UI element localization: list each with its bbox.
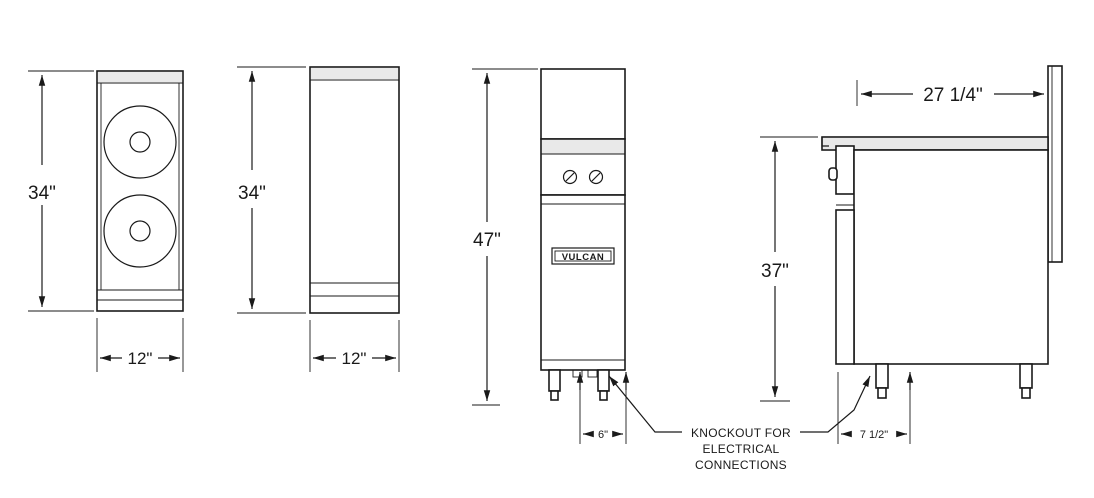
knockout-callout: KNOCKOUT FOR ELECTRICAL CONNECTIONS — [608, 375, 871, 472]
side-view-depth-label: 27 1/4" — [923, 85, 983, 106]
side-backsplash — [1047, 65, 1063, 263]
front-cabinet — [540, 194, 626, 371]
control-knob-left-icon — [562, 169, 578, 185]
callout-line-2: ELECTRICAL — [702, 442, 779, 456]
top-view-outline — [96, 70, 184, 312]
top-view-height-label: 34" — [28, 183, 56, 204]
side-legs — [875, 363, 1033, 399]
back-view-height-label: 34" — [238, 183, 266, 204]
back-view-width-label: 12" — [342, 349, 367, 368]
back-view-outline — [309, 66, 400, 314]
side-view: 27 1/4" 37" 7 1/2" — [760, 65, 1063, 444]
back-view: 34" 12" — [237, 66, 400, 372]
control-knob-right-icon — [588, 169, 604, 185]
side-view-height-label: 37" — [761, 261, 789, 282]
side-leg-spacing-label: 7 1/2" — [860, 429, 888, 441]
front-view: VULCAN 47" 6" — [472, 68, 630, 444]
brand-label: VULCAN — [562, 252, 605, 263]
callout-line-1: KNOCKOUT FOR — [691, 426, 791, 440]
front-leg-spacing-label: 6" — [598, 429, 608, 441]
top-burner-icon — [103, 105, 177, 179]
side-cabinet — [853, 149, 1049, 365]
front-view-height-label: 47" — [473, 230, 501, 251]
top-view-width-label: 12" — [128, 349, 153, 368]
top-view: 34" 12" — [28, 70, 184, 372]
front-backsplash — [540, 68, 626, 140]
callout-line-3: CONNECTIONS — [695, 458, 787, 472]
brand-badge — [551, 247, 615, 265]
front-legs — [548, 369, 610, 401]
bottom-burner-icon — [103, 194, 177, 268]
